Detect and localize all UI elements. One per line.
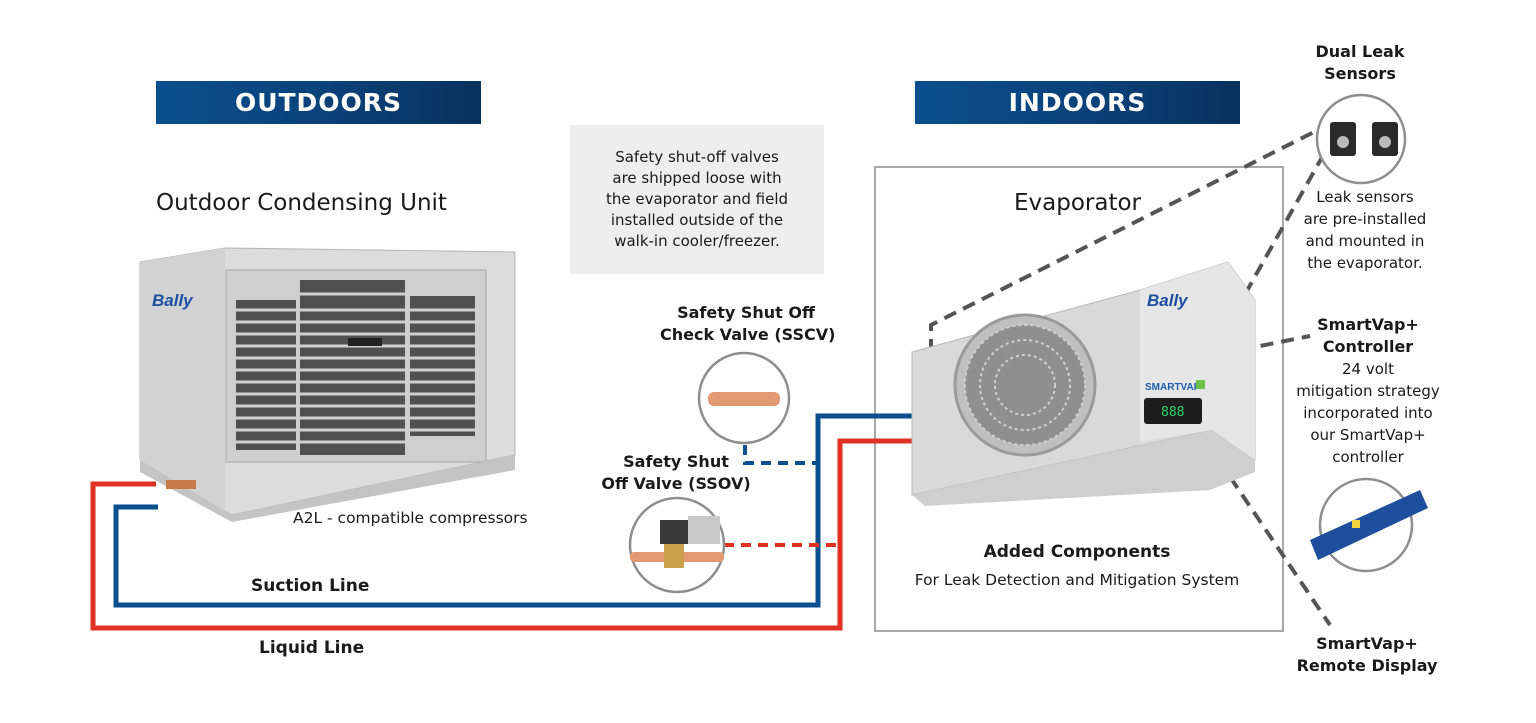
note-line: the evaporator and field [605, 190, 789, 208]
ssov-label-line1: Safety Shut [623, 452, 729, 471]
liquid-line-label: Liquid Line [259, 638, 365, 658]
evaporator-frame [874, 166, 1284, 632]
sensor-leader-2 [1233, 151, 1327, 313]
outdoor-unit-title: Outdoor Condensing Unit [156, 190, 447, 216]
remote-display-title: SmartVap+ Remote Display [1292, 633, 1442, 677]
added-components-title: Added Components [983, 542, 1171, 562]
condensing-unit-image: Bally [139, 247, 516, 522]
evaporator-image: 888 SMARTVAP Bally [911, 261, 1256, 506]
controller-desc-line: controller [1332, 448, 1404, 466]
controller-desc-line: our SmartVap+ [1310, 426, 1426, 444]
note-line: Safety shut-off valves [615, 148, 779, 166]
sscv-label-line1: Safety Shut Off [677, 303, 815, 322]
controller-title-line1: SmartVap+ [1317, 315, 1419, 334]
outdoors-banner: OUTDOORS [156, 81, 481, 124]
compressor-caption: A2L - compatible compressors [293, 509, 528, 527]
dual-leak-sensors-title: Dual Leak Sensors [1300, 41, 1420, 85]
suction-line-label: Suction Line [251, 576, 370, 596]
sensors-desc-line: are pre-installed [1303, 210, 1427, 228]
sensors-title-line1: Dual Leak [1315, 42, 1405, 61]
remote-display-title-line1: SmartVap+ [1316, 634, 1418, 653]
note-line: are shipped loose with [612, 169, 782, 187]
sscv-label: Safety Shut Off Check Valve (SSCV) [660, 302, 836, 346]
sensors-desc-line: Leak sensors [1316, 188, 1414, 206]
ssov-label: Safety Shut Off Valve (SSOV) [600, 451, 752, 495]
ssov-label-line2: Off Valve (SSOV) [601, 474, 751, 493]
liquid-line [90, 438, 915, 631]
note-line: installed outside of the [610, 211, 784, 229]
controller-description: 24 volt mitigation strategy incorporated… [1290, 358, 1446, 468]
suction-line [113, 413, 915, 608]
valve-note-box: Safety shut-off valves are shipped loose… [570, 125, 824, 274]
controller-desc-line: incorporated into [1303, 404, 1433, 422]
sensors-title-line2: Sensors [1324, 64, 1396, 83]
indoors-banner: INDOORS [915, 81, 1240, 124]
sensors-desc-line: and mounted in [1305, 232, 1425, 250]
controller-desc-line: mitigation strategy [1296, 382, 1440, 400]
evaporator-title: Evaporator [1014, 190, 1142, 216]
controller-title: SmartVap+ Controller [1298, 314, 1438, 358]
sensors-desc-line: the evaporator. [1307, 254, 1423, 272]
condenser-brand-logo: Bally [152, 291, 194, 310]
remote-display-title-line2: Remote Display [1296, 656, 1438, 675]
controller-desc-line: 24 volt [1342, 360, 1394, 378]
added-components-subtitle: For Leak Detection and Mitigation System [914, 571, 1240, 589]
controller-title-line2: Controller [1322, 337, 1414, 356]
sscv-label-line2: Check Valve (SSCV) [660, 325, 836, 344]
leak-sensors-image-circle [1315, 93, 1407, 185]
remote-display-leader [1193, 423, 1332, 627]
smartvap-display-readout: 888 [1161, 405, 1184, 420]
sscv-connector [743, 445, 818, 465]
note-line: walk-in cooler/freezer. [614, 232, 780, 250]
sensor-leader-1 [929, 126, 1323, 352]
evaporator-brand-logo: Bally [1147, 291, 1189, 310]
smartvap-logo: SMARTVAP [1145, 382, 1201, 393]
sensors-description: Leak sensors are pre-installed and mount… [1295, 186, 1435, 274]
